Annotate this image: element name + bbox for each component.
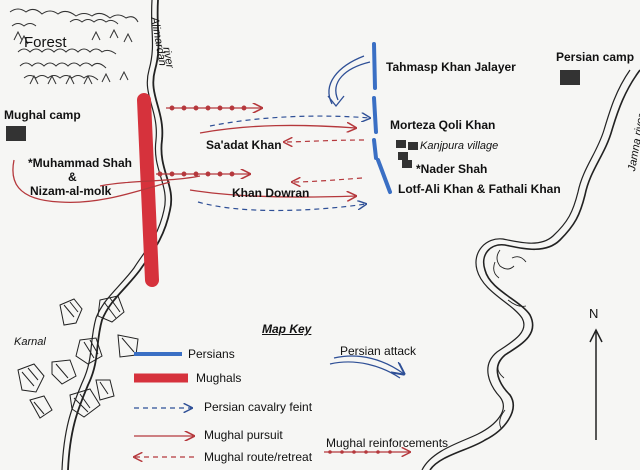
ampersand-label: &	[68, 170, 77, 184]
key-persian-attack: Persian attack	[340, 344, 417, 358]
persian-attack-arrow-map	[327, 55, 371, 108]
karnal-label: Karnal	[14, 336, 46, 348]
saadat-label: Sa'adat Khan	[206, 138, 282, 152]
persian-lines	[372, 42, 392, 194]
forest-label: Forest	[24, 34, 67, 51]
key-reinforcements: Mughal reinforcements	[326, 436, 449, 450]
key-persians: Persians	[188, 347, 235, 361]
karnal-town	[17, 295, 139, 419]
muhammad-shah-label: *Muhammad Shah	[28, 156, 133, 170]
kanjpura-village-icon	[396, 140, 418, 168]
lotf-ali-label: Lotf-Ali Khan & Fathali Khan	[398, 182, 561, 196]
kanjpura-label: Kanjpura village	[420, 140, 499, 152]
map-key-symbols	[134, 352, 410, 457]
mughal-pursuit-arrows	[12, 125, 356, 204]
mughal-retreat-arrows	[284, 140, 365, 182]
mughal-camp-icon	[6, 126, 26, 141]
khan-dowran-label: Khan Dowran	[232, 186, 310, 200]
persian-camp-icon	[560, 70, 580, 85]
key-cavalry-feint: Persian cavalry feint	[204, 400, 313, 414]
map-key-title: Map Key	[262, 322, 312, 336]
reinforcement-arrows	[156, 106, 262, 176]
mughal-camp-label: Mughal camp	[4, 108, 81, 122]
cavalry-feint-arrows	[197, 116, 370, 212]
nizam-route	[99, 175, 201, 187]
jamna-river	[421, 69, 640, 470]
key-mughal-retreat: Mughal route/retreat	[204, 450, 313, 464]
tahmasp-label: Tahmasp Khan Jalayer	[386, 60, 516, 74]
key-mughals: Mughals	[196, 371, 242, 385]
north-arrow	[589, 328, 603, 440]
nader-shah-label: *Nader Shah	[416, 162, 488, 176]
mughal-army-bar	[137, 93, 159, 287]
nizam-label: Nizam-al-molk	[30, 184, 112, 198]
north-label: N	[589, 306, 599, 321]
persian-camp-label: Persian camp	[556, 50, 635, 64]
key-mughal-pursuit: Mughal pursuit	[204, 428, 283, 442]
morteza-label: Morteza Qoli Khan	[390, 118, 496, 132]
forest-area	[9, 8, 139, 85]
